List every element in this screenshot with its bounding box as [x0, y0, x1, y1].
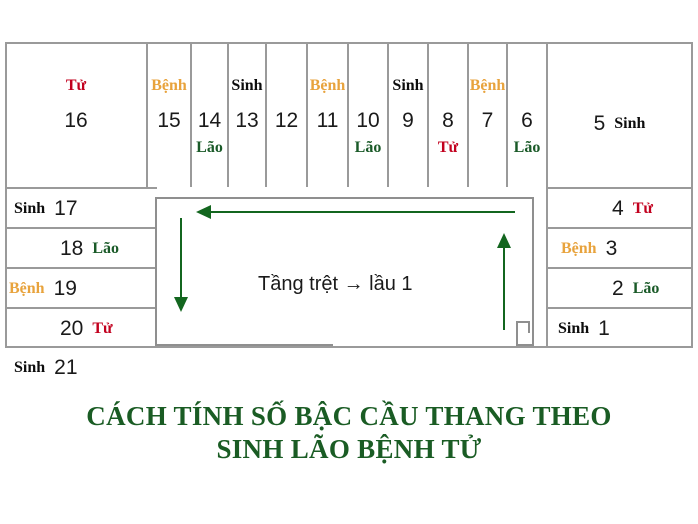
step-18-number: 18 [60, 237, 84, 260]
step-20-number: 20 [60, 317, 84, 340]
stairwell-notch-inner-vertical [528, 321, 530, 333]
step-13-number: 13 [235, 109, 259, 132]
step-8-number: 8 [442, 109, 454, 132]
step-cell-20: 20 Tử [60, 318, 113, 339]
top-divider-16-15 [146, 42, 148, 187]
step-13-label-above: Sinh [231, 77, 263, 94]
frame-bottom-border [5, 346, 693, 348]
stairwell-notch-bottom [516, 344, 534, 346]
step-19-number: 19 [53, 277, 77, 300]
top-row-bottom-divider-left [5, 187, 157, 189]
top-divider-15-14 [190, 42, 192, 187]
top-divider-12-11 [306, 42, 308, 187]
step-cell-4: 4 Tử [612, 198, 653, 219]
right-divider-4-3 [546, 227, 693, 229]
up-arrow-shaft [503, 248, 505, 330]
step-cell-18: 18 Lão [60, 238, 119, 259]
top-divider-8-7 [467, 42, 469, 187]
step-1-label: Sinh [558, 319, 590, 337]
stairwell-notch-top [516, 321, 530, 323]
step-2-label: Lão [632, 279, 660, 297]
step-3-label: Bệnh [561, 239, 597, 257]
diagram-title-line2: SINH LÃO BỆNH TỬ [216, 433, 482, 464]
step-9-label-above: Sinh [392, 77, 424, 94]
right-divider-3-2 [546, 267, 693, 269]
step-18-label: Lão [92, 239, 120, 257]
top-divider-6-5 [546, 42, 548, 187]
top-divider-10-9 [387, 42, 389, 187]
stairwell-notch-right-vertical [532, 325, 534, 346]
step-5-label: Sinh [614, 114, 646, 132]
top-divider-14-13 [227, 42, 229, 187]
step-4-number: 4 [612, 197, 624, 220]
step-14-number: 14 [197, 109, 222, 132]
step-1-number: 1 [598, 317, 610, 340]
up-arrow-head [497, 233, 511, 248]
step-12-number: 12 [274, 109, 299, 132]
floor-caption: Tầng trệt → lầu 1 [258, 273, 413, 295]
left-divider-18-19 [5, 267, 157, 269]
step-15-number: 15 [157, 109, 181, 132]
stairwell-left-wall [155, 197, 157, 346]
step-9-number: 9 [402, 109, 414, 132]
frame-left-border [5, 42, 7, 348]
step-2-number: 2 [612, 277, 624, 300]
top-divider-11-10 [347, 42, 349, 187]
top-divider-13-12 [265, 42, 267, 187]
step-10-label-below: Lão [354, 139, 382, 156]
step-16-label-above: Tử [65, 77, 87, 94]
stairwell-bottom-wall [155, 344, 333, 346]
step-8-label-below: Tử [437, 139, 459, 156]
step-cell-21: Sinh 21 [14, 357, 78, 378]
step-17-label: Sinh [14, 199, 46, 217]
right-column-left-border [546, 187, 548, 348]
top-divider-7-6 [506, 42, 508, 187]
step-cell-5: 5 Sinh [548, 113, 691, 134]
top-row-bottom-divider-right [546, 187, 693, 189]
step-7-label-above: Bệnh [469, 77, 506, 94]
step-4-label: Tử [632, 199, 653, 217]
diagram-title-line1: CÁCH TÍNH SỐ BẬC CẦU THANG THEO [86, 401, 612, 431]
step-7-number: 7 [481, 109, 494, 132]
step-14-label-below: Lão [196, 139, 223, 156]
down-arrow-shaft [180, 218, 182, 300]
step-5-number: 5 [593, 112, 606, 135]
stairwell-top-wall [155, 197, 534, 199]
frame-right-border [691, 42, 693, 348]
left-divider-19-20 [5, 307, 157, 309]
step-19-label: Bệnh [9, 279, 45, 297]
step-cell-17: Sinh 17 [14, 198, 78, 219]
top-divider-9-8 [427, 42, 429, 187]
step-6-label-below: Lão [513, 139, 541, 156]
frame-top-border [5, 42, 693, 44]
step-11-number: 11 [316, 109, 339, 132]
stairwell-notch-left-vertical [516, 321, 518, 346]
left-arrow-head [196, 205, 211, 219]
step-cell-1: Sinh 1 [558, 318, 610, 339]
left-arrow-shaft [210, 211, 515, 213]
step-17-number: 17 [54, 197, 78, 220]
step-21-number: 21 [54, 356, 78, 379]
down-arrow-head [174, 297, 188, 312]
step-16-number: 16 [64, 109, 88, 132]
left-divider-17-18 [5, 227, 157, 229]
step-11-label-above: Bệnh [309, 77, 346, 94]
step-20-label: Tử [92, 319, 113, 337]
step-6-number: 6 [521, 109, 533, 132]
diagram-title: CÁCH TÍNH SỐ BẬC CẦU THANG THEO SINH LÃO… [0, 400, 698, 466]
step-cell-3: Bệnh 3 [561, 238, 617, 259]
step-cell-2: 2 Lão [612, 278, 659, 299]
right-divider-2-1 [546, 307, 693, 309]
step-10-number: 10 [356, 109, 380, 132]
step-15-label-above: Bệnh [151, 77, 187, 94]
stairwell-right-wall [532, 197, 534, 327]
step-21-label: Sinh [14, 358, 46, 376]
step-3-number: 3 [605, 237, 618, 260]
step-cell-19: Bệnh 19 [9, 278, 77, 299]
